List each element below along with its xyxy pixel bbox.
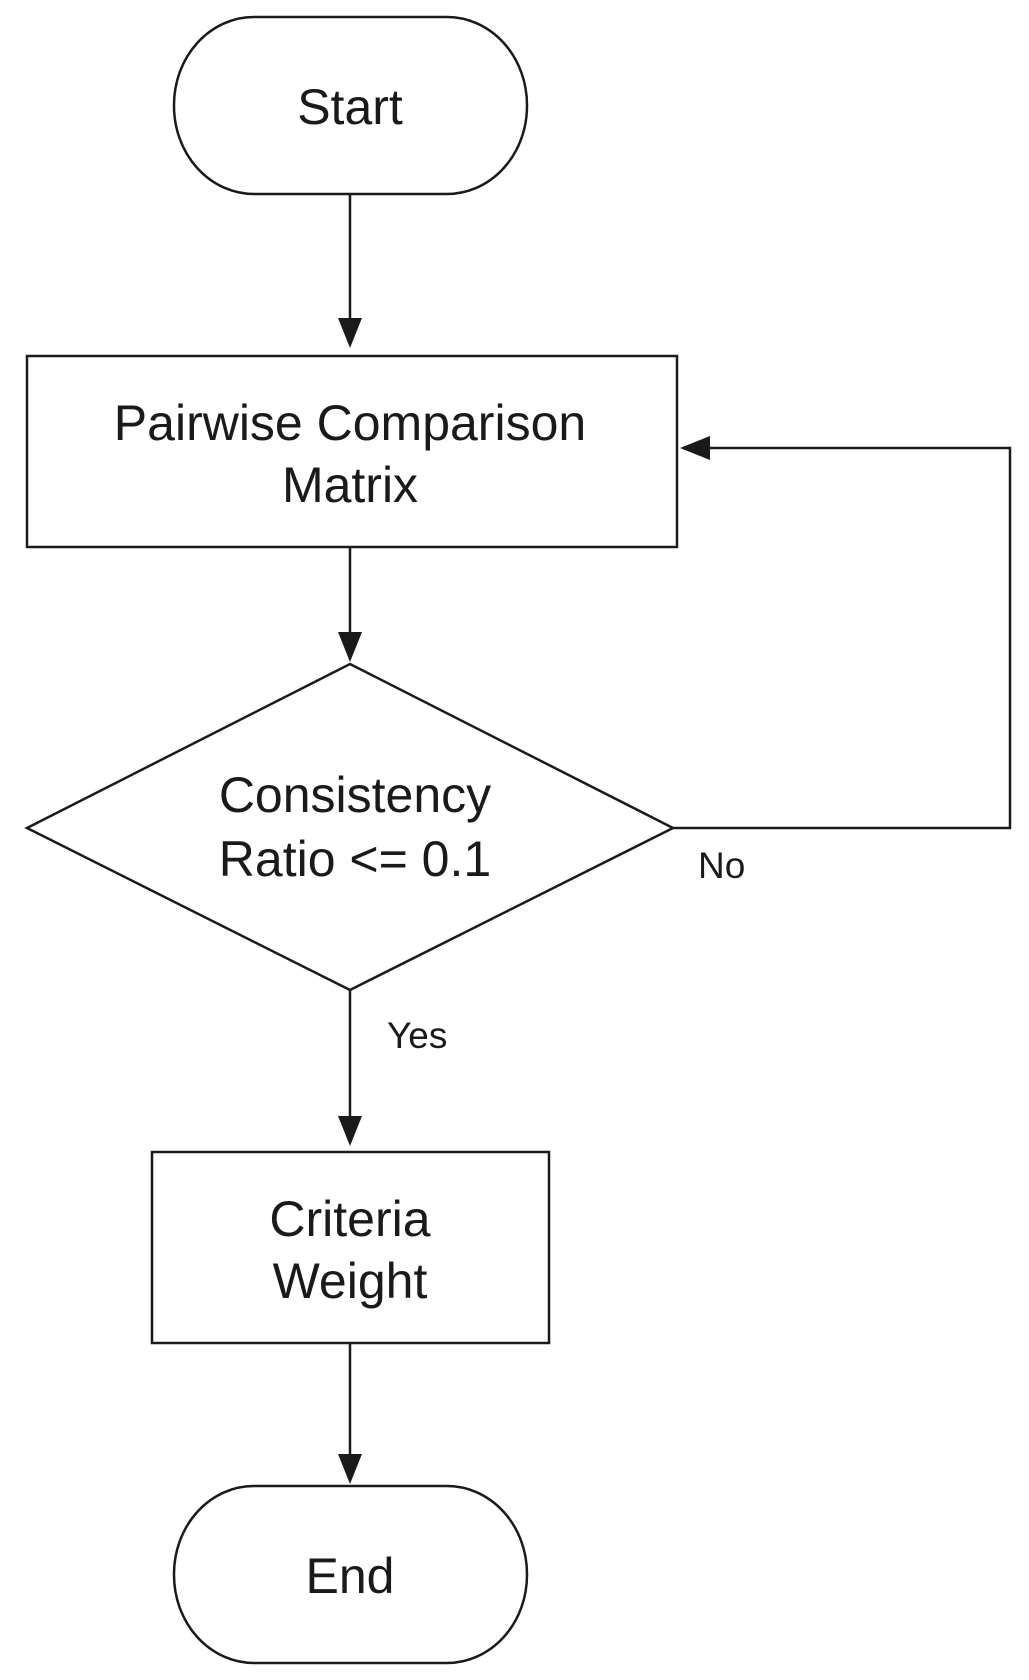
no-edge-label: No [698, 845, 745, 886]
connector-yes: Yes [338, 990, 447, 1146]
connector-weight-to-end [338, 1343, 362, 1484]
decision-label-line2: Ratio <= 0.1 [219, 831, 491, 887]
weight-node: Criteria Weight [150, 1150, 551, 1345]
yes-edge-label: Yes [387, 1015, 447, 1056]
arrowhead-down-icon [338, 1116, 362, 1146]
start-label: Start [297, 79, 403, 135]
start-node: Start [172, 15, 529, 196]
matrix-process-shape [25, 354, 679, 549]
connector-matrix-to-decision [338, 547, 362, 662]
connector-loop-line [673, 446, 1012, 830]
matrix-label-line2: Matrix [282, 457, 418, 513]
arrowhead-down-icon [338, 632, 362, 662]
arrowhead-down-icon [338, 1454, 362, 1484]
arrowhead-left-icon [680, 436, 710, 460]
end-label: End [306, 1548, 395, 1604]
decision-node: Consistency Ratio <= 0.1 [24, 662, 676, 992]
arrowhead-down-icon [338, 318, 362, 348]
weight-process-shape [150, 1150, 551, 1345]
connector-no-loop: No [673, 436, 1012, 886]
weight-label-line1: Criteria [269, 1191, 430, 1247]
matrix-node: Pairwise Comparison Matrix [25, 354, 679, 549]
decision-label-line1: Consistency [219, 767, 491, 823]
end-terminal-shape [172, 1484, 529, 1665]
weight-label-line2: Weight [273, 1253, 428, 1309]
connector-start-to-matrix [338, 194, 362, 348]
decision-diamond-shape [24, 662, 676, 992]
matrix-label-line1: Pairwise Comparison [114, 395, 586, 451]
end-node: End [172, 1484, 529, 1665]
